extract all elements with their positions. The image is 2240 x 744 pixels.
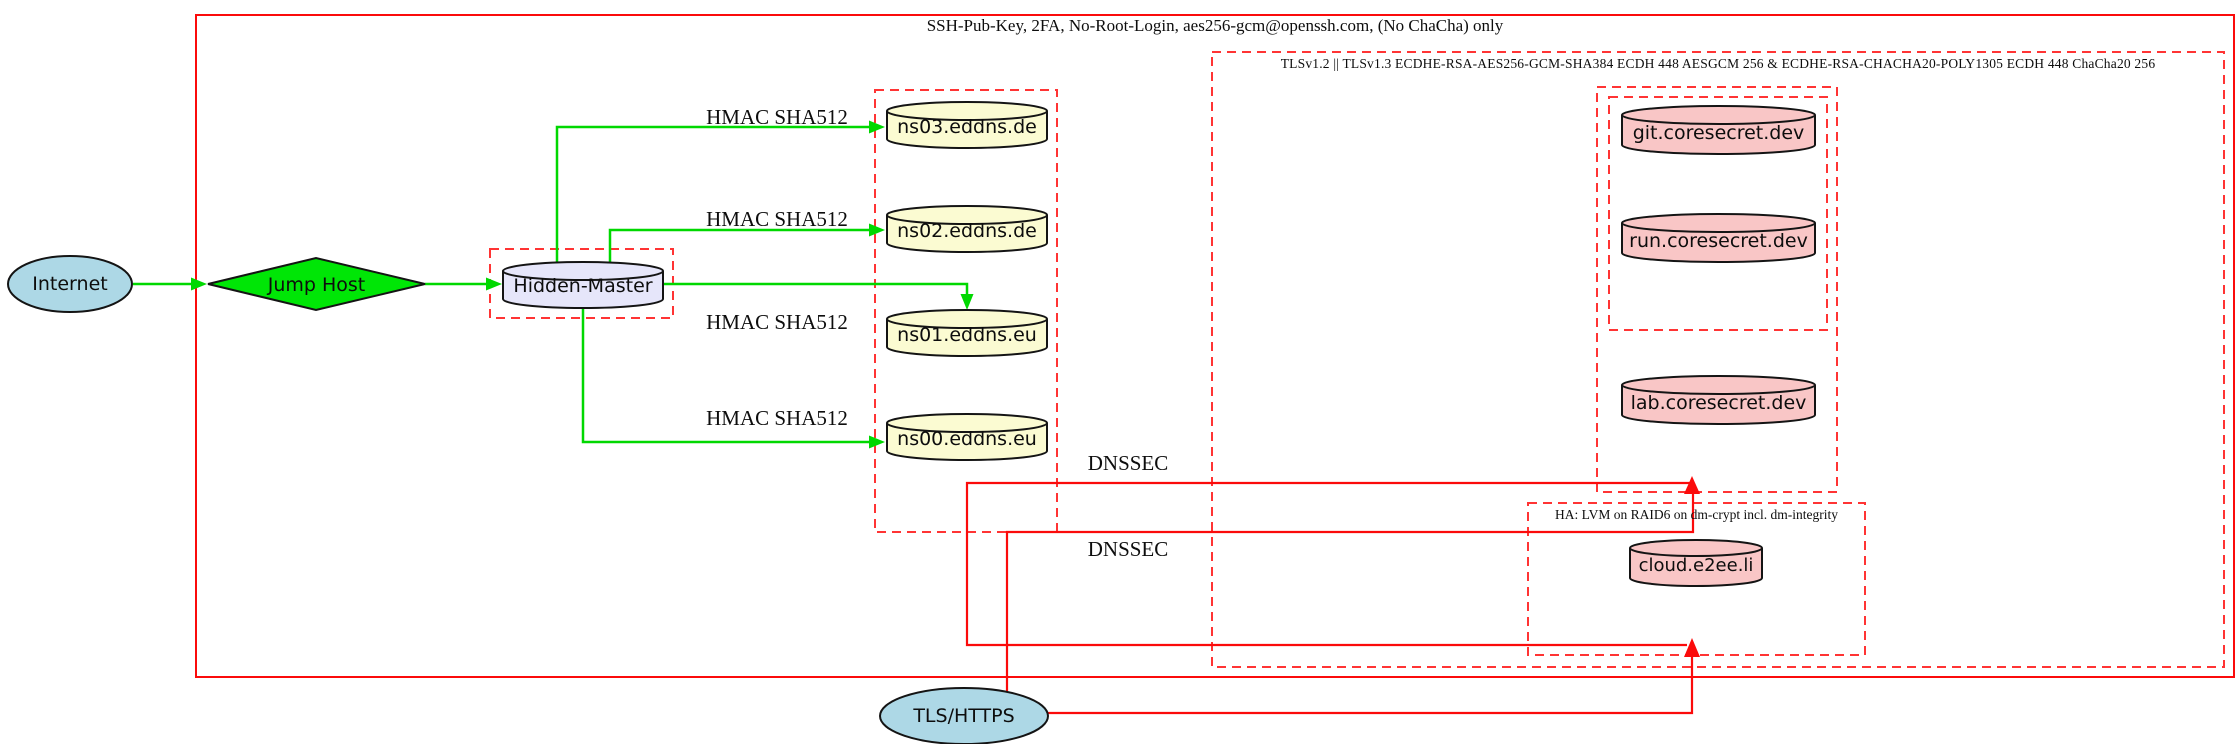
tls-https-label: TLS/HTTPS: [913, 705, 1015, 727]
jump-host-label: Jump Host: [267, 274, 366, 296]
hmac-label-ns03: HMAC SHA512: [706, 105, 848, 129]
ns01-cylinder: [886, 309, 1048, 357]
internet-node: [7, 255, 133, 313]
ns03-cylinder: [886, 101, 1048, 149]
cloud-label: cloud.e2ee.li: [1638, 555, 1754, 576]
arrowhead-into-coresecret-box: [1684, 476, 1700, 494]
internet-label: Internet: [32, 273, 108, 295]
dnssec-label-top: DNSSEC: [1087, 451, 1169, 475]
jump-host-node: [207, 256, 426, 312]
edge-dnssec-ha: [965, 532, 1687, 647]
dnssec-label-bottom: DNSSEC: [1087, 537, 1169, 561]
ns02-cylinder: [886, 205, 1048, 253]
ns00-cylinder: [886, 413, 1048, 461]
hidden-master-cylinder: [502, 261, 664, 309]
tls-cluster-label: TLSv1.2 || TLSv1.3 ECDHE-RSA-AES256-GCM-…: [1280, 56, 2156, 71]
hmac-label-ns02: HMAC SHA512: [706, 207, 848, 231]
eddns-cluster-box: [874, 89, 1058, 533]
hmac-label-ns01: HMAC SHA512: [706, 310, 848, 334]
arrowhead-jumphost-hiddenmaster: [486, 277, 502, 291]
ssh-cluster-box: [195, 14, 2235, 678]
edge-dnssec-coresecret: [965, 481, 1690, 532]
hmac-label-ns00: HMAC SHA512: [706, 406, 848, 430]
lab-cylinder: [1621, 375, 1816, 425]
edge-hiddenmaster-ns00: [581, 309, 869, 444]
ns00-label: ns00.eddns.eu: [897, 428, 1037, 450]
lab-label: lab.coresecret.dev: [1630, 392, 1807, 414]
ssh-cluster-label: SSH-Pub-Key, 2FA, No-Root-Login, aes256-…: [926, 16, 1504, 35]
run-label: run.coresecret.dev: [1629, 230, 1808, 252]
ns03-label: ns03.eddns.de: [897, 116, 1037, 138]
run-cylinder: [1621, 213, 1816, 263]
ha-cluster-label: HA: LVM on RAID6 on dm-crypt incl. dm-in…: [1555, 507, 1838, 522]
arrowhead-internet-jumphost: [191, 277, 207, 291]
edge-hiddenmaster-ns02: [608, 228, 869, 263]
ns02-label: ns02.eddns.de: [897, 220, 1037, 242]
arrowhead-hiddenmaster-ns02: [869, 223, 885, 237]
edge-hiddenmaster-ns03: [555, 125, 869, 263]
edge-tlshttps-coresecret: [1005, 492, 1695, 691]
git-label: git.coresecret.dev: [1632, 122, 1805, 144]
arrowhead-hiddenmaster-ns03: [869, 120, 885, 134]
arrowhead-hiddenmaster-ns00: [869, 435, 885, 449]
tls-https-node: [879, 687, 1049, 744]
edge-tlshttps-ha: [1048, 657, 1694, 715]
cloud-cylinder: [1629, 539, 1763, 587]
arrowhead-into-ha-box: [1684, 638, 1700, 657]
ha-cluster-box: [1527, 502, 1866, 656]
tls-cluster-box: [1211, 51, 2225, 668]
arrowhead-hiddenmaster-ns01: [960, 294, 974, 310]
git-run-cluster-box: [1608, 96, 1828, 331]
hidden-master-label: Hidden-Master: [513, 275, 653, 297]
ns01-label: ns01.eddns.eu: [897, 324, 1037, 346]
git-cylinder: [1621, 105, 1816, 155]
coresecret-cluster-box: [1596, 86, 1838, 493]
edge-hiddenmaster-ns01: [663, 282, 969, 294]
